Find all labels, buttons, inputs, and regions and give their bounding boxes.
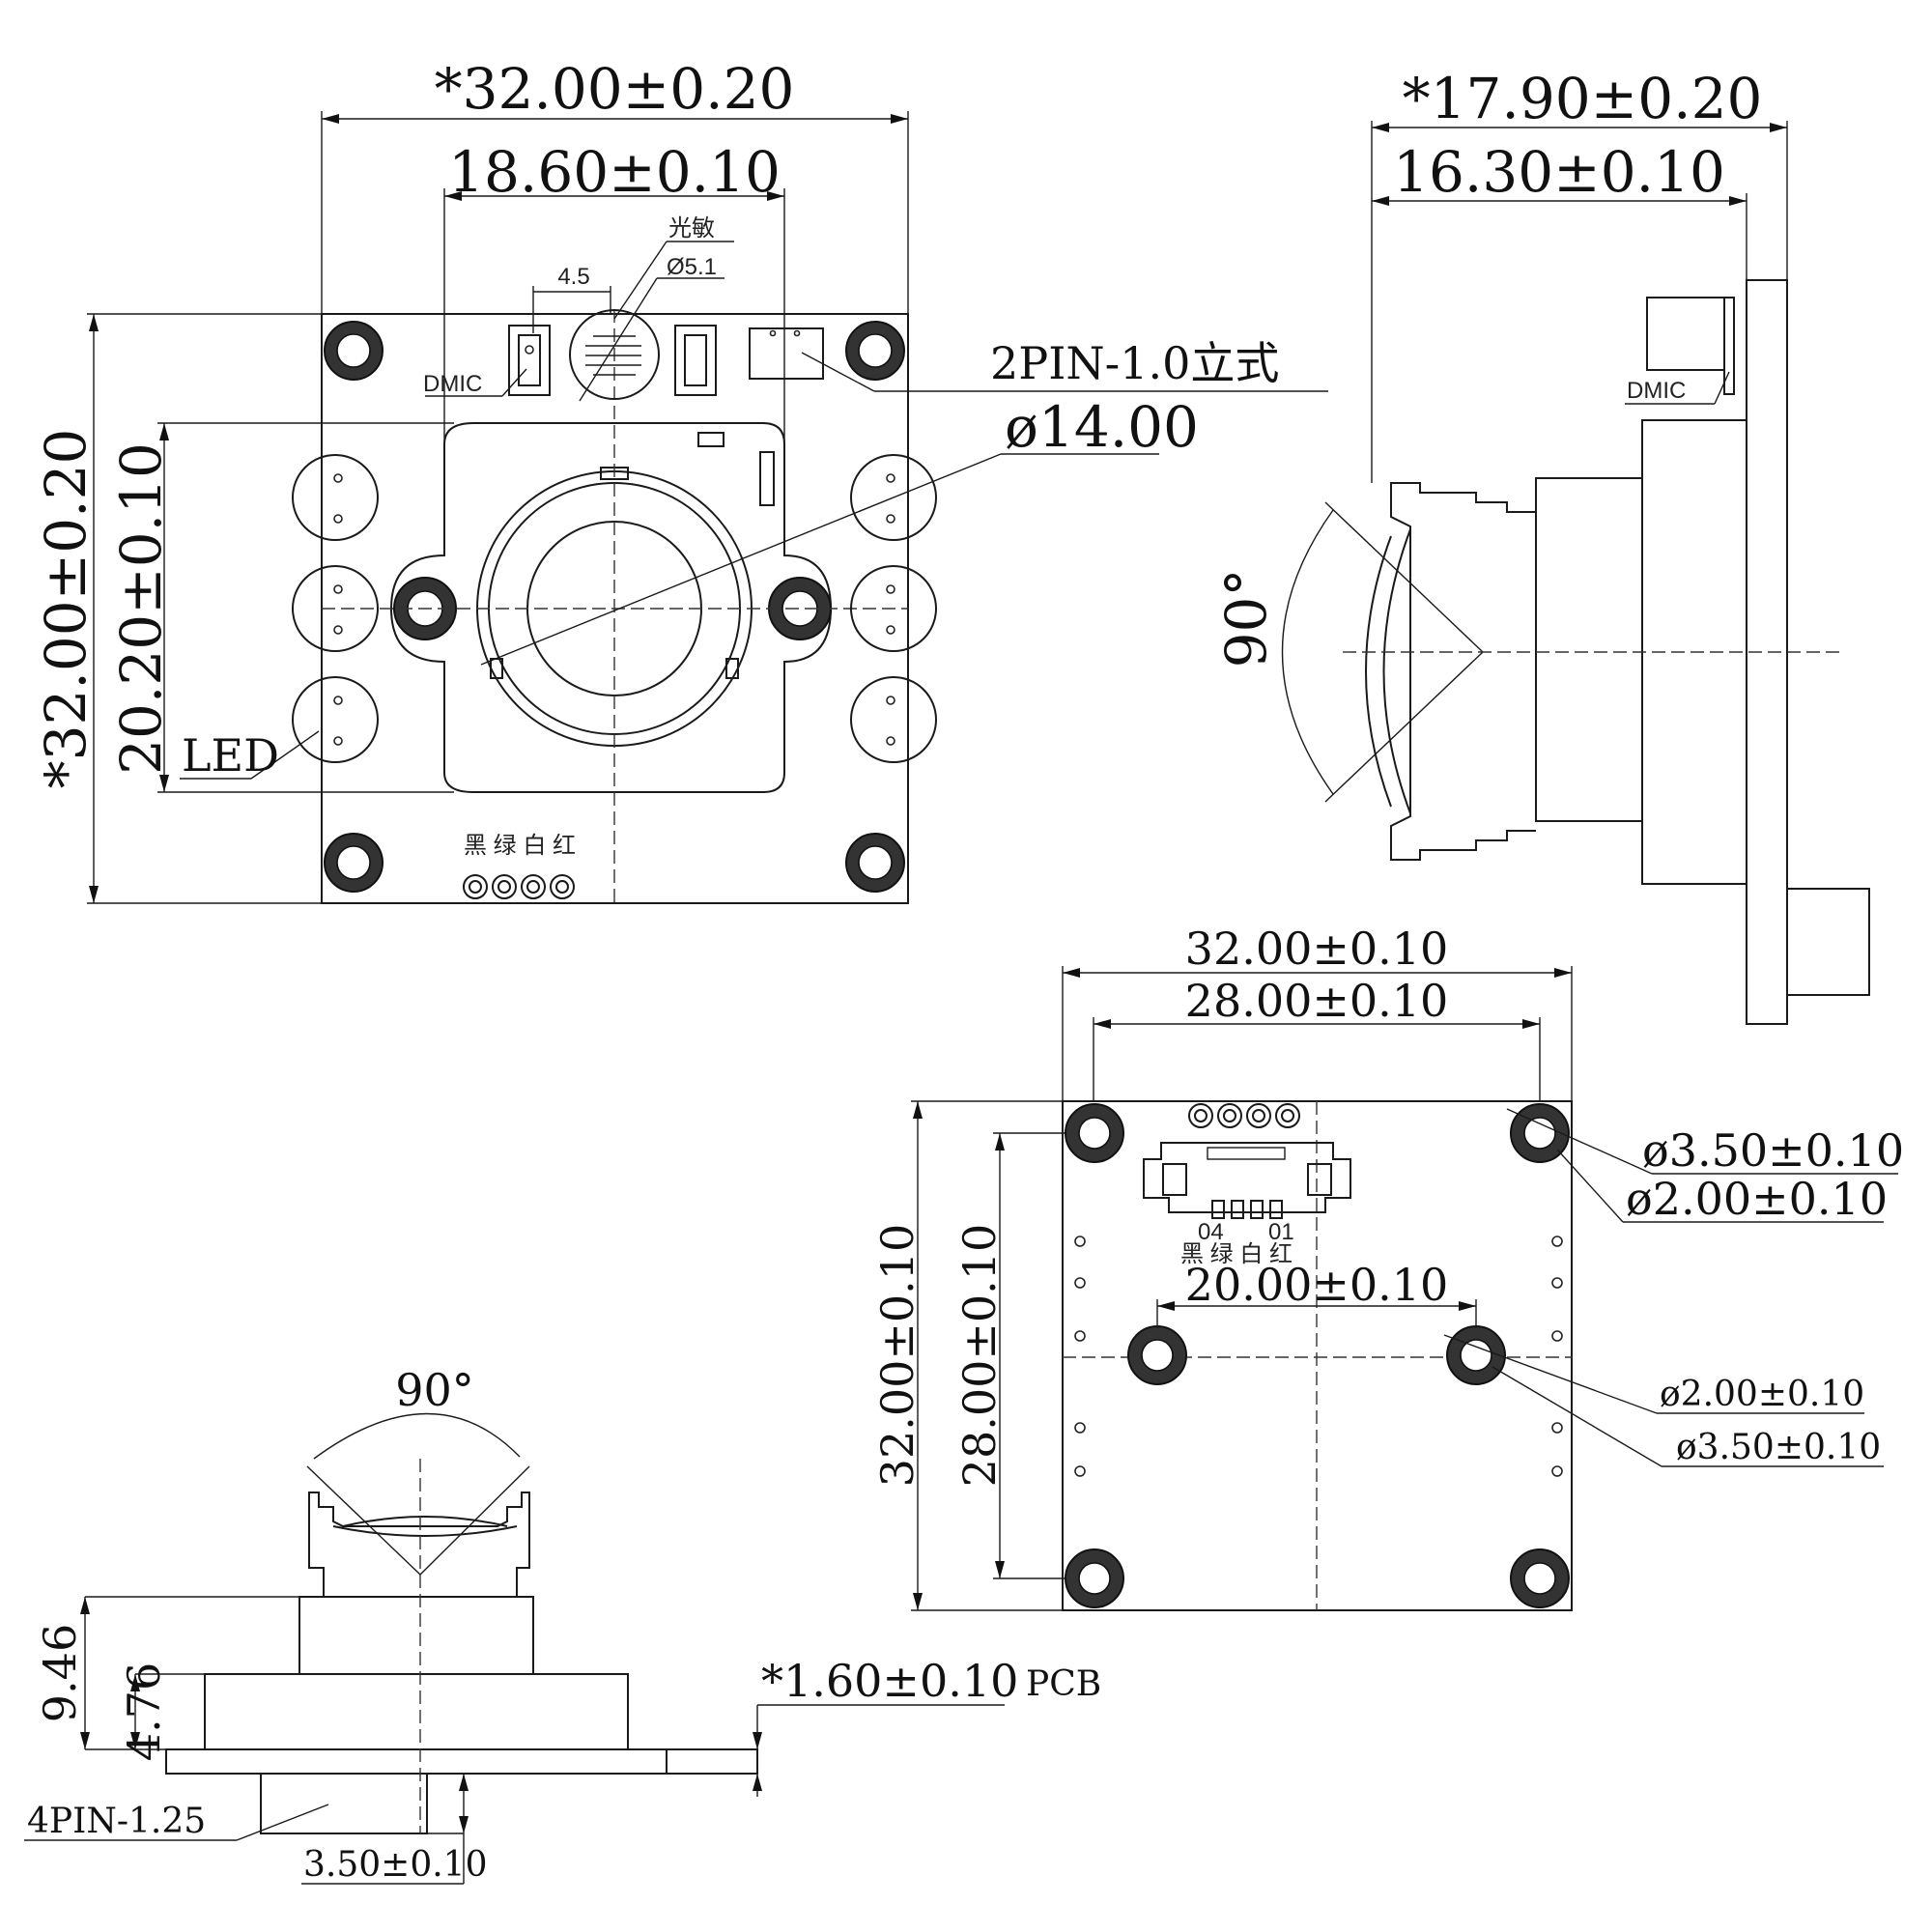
back-height-total: 32.00±0.10 bbox=[871, 1224, 923, 1488]
front-width-inner: 18.60±0.10 bbox=[448, 139, 781, 205]
back-width-total: 32.00±0.10 bbox=[1185, 923, 1449, 975]
led-column-left bbox=[292, 454, 379, 763]
front-height-inner: 20.20±0.10 bbox=[108, 442, 174, 775]
front-wire-colors: 黑 绿 白 红 bbox=[464, 833, 576, 859]
side-view: *17.90±0.20 16.30±0.10 DMIC 90° bbox=[1213, 66, 1870, 1025]
connector-2pin-label: 2PIN-1.0立式 bbox=[990, 337, 1279, 389]
connector-height-label: 3.50±0.10 bbox=[303, 1845, 487, 1885]
bottom-connector-label: 4PIN-1.25 bbox=[27, 1802, 206, 1841]
light-sensor-label: 光敏 bbox=[668, 215, 715, 242]
bottom-view: 90° 9.46 4.76 *1.60±0.10 PCB bbox=[24, 1364, 1101, 1885]
back-view: 32.00±0.10 28.00±0.10 32.00±0.10 28.00±0… bbox=[871, 923, 1904, 1611]
pin-01-label: 01 bbox=[1268, 1219, 1294, 1245]
back-height-holes: 28.00±0.10 bbox=[953, 1224, 1006, 1488]
side-fov-label: 90° bbox=[1213, 569, 1279, 668]
side-dmic-label: DMIC bbox=[1627, 378, 1686, 404]
hole-outer-top-label: ø3.50±0.10 bbox=[1642, 1124, 1904, 1177]
sensor-diameter-label: Ø5.1 bbox=[667, 254, 717, 280]
side-depth-total: *17.90±0.20 bbox=[1403, 66, 1763, 131]
dmic-component bbox=[508, 325, 551, 396]
pcb-thickness-label: *1.60±0.10 bbox=[761, 1655, 1018, 1707]
led-label: LED bbox=[182, 729, 279, 781]
lens-diameter-label: ø14.00 bbox=[1005, 394, 1199, 460]
pitch-small-label: 4.5 bbox=[557, 264, 589, 290]
led-column-right bbox=[850, 454, 937, 763]
bottom-height-b: 4.76 bbox=[118, 1662, 170, 1761]
back-wire-colors: 黑 绿 白 红 bbox=[1180, 1241, 1293, 1267]
hole-inner-top-label: ø2.00±0.10 bbox=[1626, 1173, 1888, 1225]
bottom-height-a: 9.46 bbox=[34, 1624, 86, 1722]
hole-inner-mid-label: ø2.00±0.10 bbox=[1660, 1375, 1864, 1414]
bottom-connector bbox=[260, 1773, 428, 1834]
front-dmic-label: DMIC bbox=[423, 371, 482, 397]
bottom-fov-label: 90° bbox=[395, 1364, 474, 1416]
front-view: *32.00±0.20 18.60±0.10 *32.00±0.20 20.20… bbox=[33, 56, 1328, 904]
side-depth-inner: 16.30±0.10 bbox=[1393, 139, 1725, 205]
back-center-holes: 20.00±0.10 bbox=[1185, 1259, 1449, 1311]
pcb-label: PCB bbox=[1026, 1664, 1101, 1704]
side-connector bbox=[1786, 888, 1870, 996]
front-height-total: *32.00±0.20 bbox=[33, 429, 99, 789]
hole-outer-mid-label: ø3.50±0.10 bbox=[1676, 1428, 1881, 1467]
pin-04-label: 04 bbox=[1198, 1219, 1224, 1245]
connector-2pin bbox=[749, 327, 824, 380]
back-width-holes: 28.00±0.10 bbox=[1185, 975, 1449, 1027]
lens-holder-outline bbox=[389, 422, 833, 793]
front-width-total: *32.00±0.20 bbox=[435, 56, 795, 122]
back-connector bbox=[1143, 1103, 1351, 1219]
bottom-pcb bbox=[165, 1748, 758, 1775]
light-sensor bbox=[569, 309, 660, 400]
